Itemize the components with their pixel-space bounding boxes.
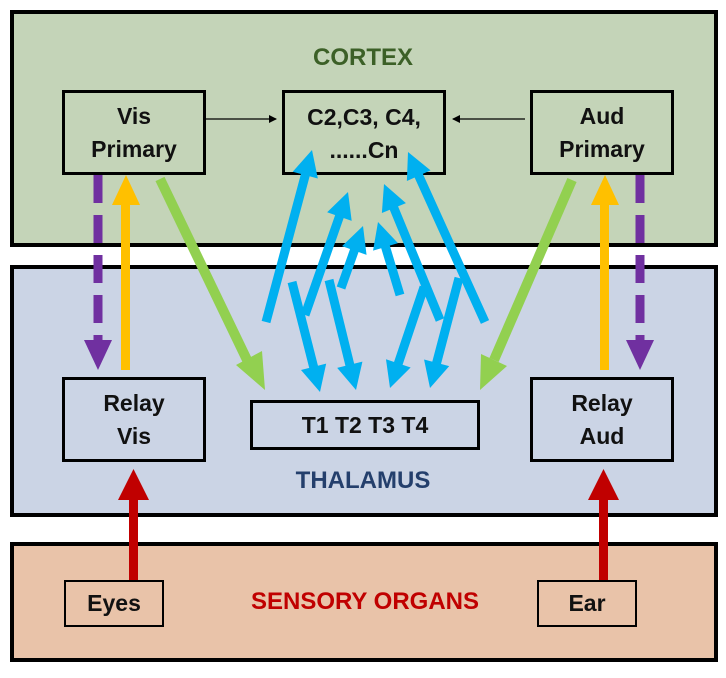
- thalamic-nuclei-node: T1 T2 T3 T4: [250, 400, 480, 450]
- eyes-node: Eyes: [64, 580, 164, 627]
- relay-vis-line2: Vis: [116, 422, 152, 449]
- aud-primary-line1: Aud: [579, 102, 625, 129]
- sensory-organs-title: SENSORY ORGANS: [250, 588, 480, 615]
- relay-aud-line1: Relay: [571, 389, 633, 416]
- t-nuclei-label: T1 T2 T3 T4: [301, 411, 429, 438]
- cn-line1: C2,C3, C4,: [307, 104, 421, 130]
- aud-primary-line2: Primary: [559, 135, 645, 162]
- ear-node: Ear: [537, 580, 637, 627]
- higher-cortex-node: C2,C3, C4, ......Cn: [282, 90, 446, 175]
- eyes-label: Eyes: [87, 590, 141, 616]
- vis-primary-line2: Primary: [91, 135, 177, 162]
- thalamus-title: THALAMUS: [295, 467, 431, 494]
- relay-aud-line2: Aud: [579, 422, 625, 449]
- relay-vis-line1: Relay: [103, 389, 165, 416]
- ear-label: Ear: [568, 590, 606, 616]
- vis-primary-line1: Vis: [116, 102, 152, 129]
- cn-line2: ......Cn: [329, 137, 399, 163]
- cortex-title: CORTEX: [312, 44, 413, 71]
